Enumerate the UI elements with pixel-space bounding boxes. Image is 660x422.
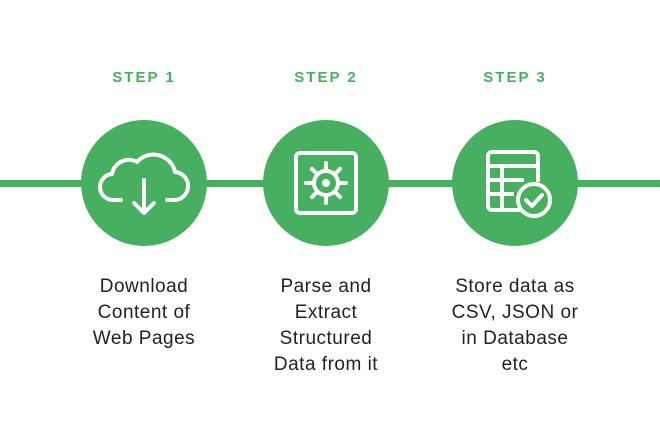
step-2-circle [263,120,389,246]
step-2-line-1: Parse and [280,276,372,297]
step-1-circle [81,120,207,246]
step-2-line-4: Data from it [273,354,379,375]
gear-box-icon [294,151,358,215]
step-1-description: Download Content of Web Pages [49,274,239,352]
step-1-line-1: Download [99,276,189,297]
cloud-download-icon [98,152,191,215]
step-3-line-1: Store data as [455,276,575,297]
step-3-circle [452,120,578,246]
step-1-label: STEP 1 [112,69,176,86]
step-3-description: Store data as CSV, JSON or in Database e… [420,274,610,378]
step-2-line-3: Structured [279,328,373,349]
step-1: STEP 1 Download Content of Web Pages [49,0,239,422]
step-2-label: STEP 2 [294,69,358,86]
step-3-line-3: in Database [461,328,569,349]
step-2-line-2: Extract [294,302,358,323]
step-2-description: Parse and Extract Structured Data from i… [231,274,421,378]
step-3-line-4: etc [501,354,529,375]
step-1-line-2: Content of [97,302,191,323]
step-2: STEP 2 Parse and Extract Structured Data… [231,0,421,422]
step-3: STEP 3 Store data as CSV, JSON or in Dat… [420,0,610,422]
step-1-line-3: Web Pages [92,328,196,349]
database-check-icon [486,150,552,218]
step-3-line-2: CSV, JSON or [451,302,579,323]
step-3-label: STEP 3 [483,69,547,86]
